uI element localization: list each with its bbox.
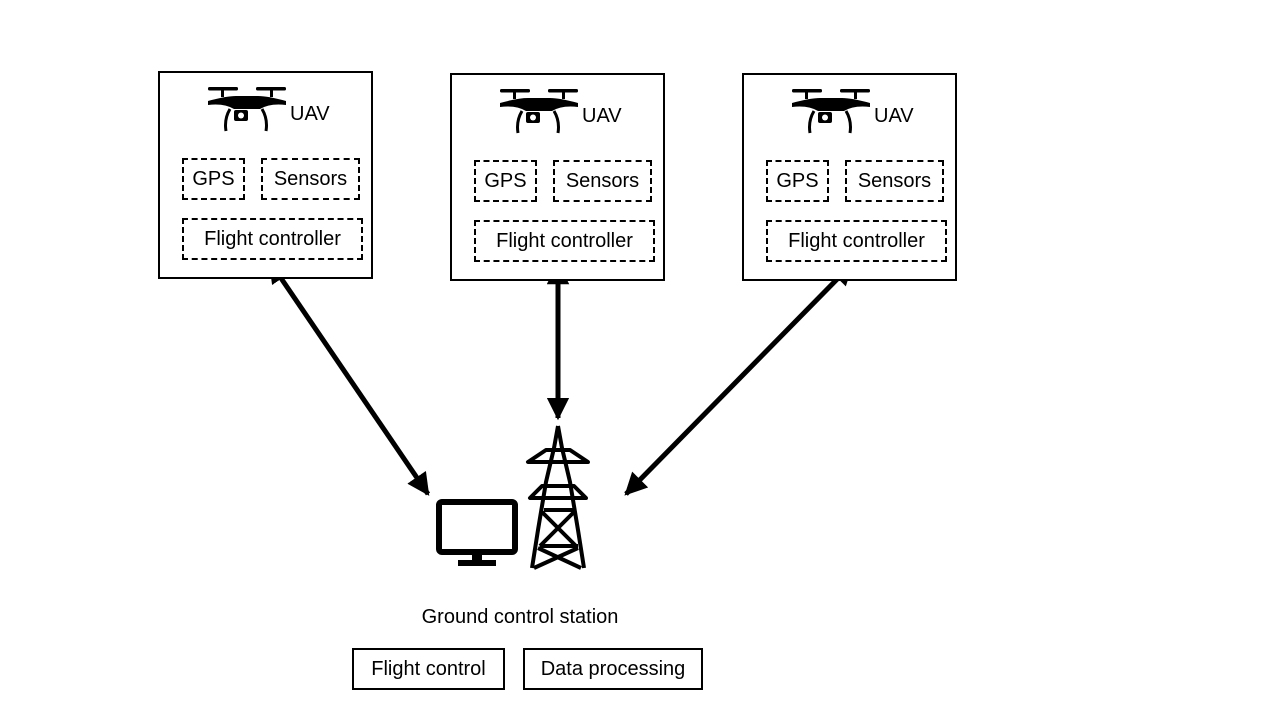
uav-panel-1: UAV GPS Sensors Flight controller — [158, 71, 373, 279]
flight-controller-module: Flight controller — [766, 220, 947, 262]
transmission-tower-icon — [526, 425, 590, 570]
sensors-module: Sensors — [553, 160, 652, 202]
gps-module: GPS — [182, 158, 245, 200]
uav-label: UAV — [290, 103, 330, 125]
gps-module: GPS — [766, 160, 829, 202]
drone-icon — [792, 89, 870, 134]
data-processing-module: Data processing — [523, 648, 703, 690]
uav-label: UAV — [582, 105, 622, 127]
link-uav-1 — [267, 260, 431, 496]
uav-panel-3: UAV GPS Sensors Flight controller — [742, 73, 957, 281]
gps-module: GPS — [474, 160, 537, 202]
flight-controller-module: Flight controller — [182, 218, 363, 260]
sensors-module: Sensors — [261, 158, 360, 200]
flight-control-module: Flight control — [352, 648, 505, 690]
drone-icon — [208, 87, 286, 132]
monitor-icon — [436, 499, 518, 566]
uav-panel-2: UAV GPS Sensors Flight controller — [450, 73, 665, 281]
drone-icon — [500, 89, 578, 134]
flight-controller-module: Flight controller — [474, 220, 655, 262]
link-uav-3 — [624, 262, 854, 496]
uav-label: UAV — [874, 105, 914, 127]
ground-control-station-title: Ground control station — [421, 606, 619, 628]
sensors-module: Sensors — [845, 160, 944, 202]
